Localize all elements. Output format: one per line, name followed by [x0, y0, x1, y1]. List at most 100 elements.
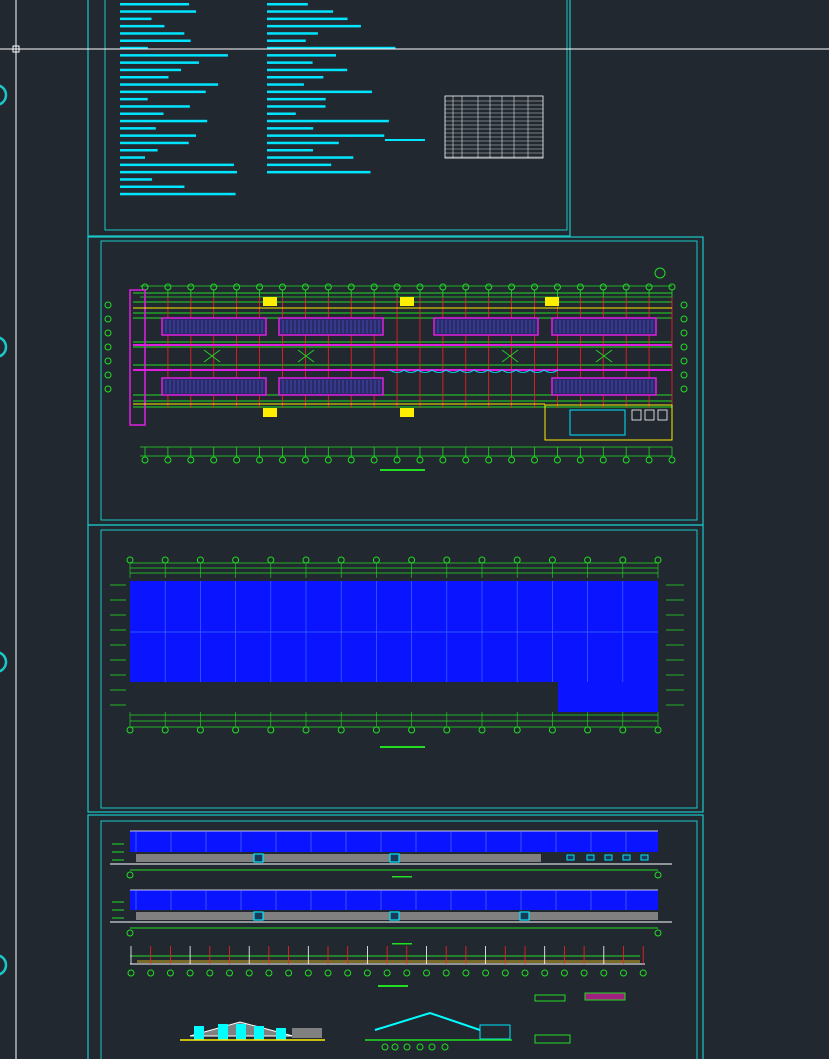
- axis-bubble: [639, 969, 647, 977]
- note-text-line: [267, 3, 308, 6]
- axis-bubble: [372, 726, 380, 734]
- section-title-underline: [378, 985, 408, 987]
- elevation-door: [519, 911, 530, 921]
- note-text-line: [120, 97, 148, 101]
- axis-bubble: [278, 456, 286, 464]
- axis-bubble: [645, 456, 653, 464]
- note-text-line: [120, 170, 237, 174]
- axis-bubble: [622, 283, 630, 291]
- axis-bubble: [462, 456, 470, 464]
- annex-window: [631, 409, 642, 421]
- axis-bubble: [278, 283, 286, 291]
- sheet-marker-circle: [0, 84, 8, 106]
- cross-section-b-annex: [479, 1024, 511, 1040]
- axis-bubble: [619, 726, 627, 734]
- downpipe-box: [400, 297, 414, 306]
- axis-bubble: [668, 456, 676, 464]
- axis-bubble: [680, 385, 688, 393]
- door-window-table: [444, 95, 544, 159]
- axis-bubble: [210, 283, 218, 291]
- axis-bubble: [439, 283, 447, 291]
- note-text-line: [267, 76, 324, 79]
- note-text-line: [120, 105, 190, 108]
- axis-bubble: [196, 726, 204, 734]
- axis-bubble: [443, 556, 451, 564]
- axis-bubble: [301, 456, 309, 464]
- axis-bubble: [147, 969, 155, 977]
- note-text-line: [120, 17, 152, 21]
- elevation-sheet-outer-frame: [87, 814, 704, 1059]
- note-text-line: [120, 3, 190, 6]
- axis-bubble: [126, 871, 134, 879]
- axis-bubble: [187, 456, 195, 464]
- annex-window: [644, 409, 655, 421]
- axis-bubble: [548, 726, 556, 734]
- roof-sheet-outer-frame: [87, 524, 704, 813]
- x-mark: [595, 349, 613, 363]
- axis-bubble: [513, 726, 521, 734]
- elevation-door: [253, 853, 264, 863]
- x-mark: [297, 349, 315, 363]
- note-text-line: [267, 112, 296, 115]
- note-text-line: [120, 10, 197, 13]
- axis-bubble: [302, 556, 310, 564]
- axis-bubble: [141, 283, 149, 291]
- note-text-line: [267, 46, 396, 50]
- note-text-line: [267, 170, 371, 174]
- cross-section-opening: [254, 1026, 264, 1040]
- elevation-roof: [130, 831, 658, 852]
- axis-bubble: [210, 456, 218, 464]
- note-text-line: [267, 54, 337, 57]
- elevation-window: [622, 854, 631, 861]
- note-caption: [385, 139, 425, 141]
- axis-bubble: [324, 456, 332, 464]
- axis-bubble: [442, 969, 450, 977]
- axis-bubble: [485, 283, 493, 291]
- axis-bubble: [580, 969, 588, 977]
- axis-bubble: [680, 301, 688, 309]
- axis-bubble: [381, 1043, 389, 1051]
- axis-bubble: [576, 456, 584, 464]
- axis-bubble: [408, 556, 416, 564]
- note-text-line: [267, 156, 354, 159]
- roof-area-main: [130, 581, 658, 682]
- sheet-marker-circle: [0, 651, 8, 673]
- axis-bubble: [304, 969, 312, 977]
- downpipe-box: [545, 297, 559, 306]
- axis-bubble: [462, 969, 470, 977]
- axis-bubble: [416, 456, 424, 464]
- axis-bubble: [462, 283, 470, 291]
- note-text-line: [120, 185, 185, 188]
- axis-bubble: [267, 556, 275, 564]
- axis-bubble: [372, 556, 380, 564]
- axis-bubble: [680, 343, 688, 351]
- axis-bubble: [301, 283, 309, 291]
- axis-bubble: [187, 283, 195, 291]
- elevation-window: [566, 854, 575, 861]
- elevation-door: [389, 853, 400, 863]
- roof-plan-drawing: [110, 556, 684, 748]
- note-text-line: [120, 192, 236, 196]
- axis-bubble: [161, 726, 169, 734]
- note-text-line: [267, 90, 373, 94]
- axis-bubble: [126, 556, 134, 564]
- detail-b: [584, 992, 626, 1001]
- end-room-wall: [129, 289, 146, 426]
- axis-bubble: [680, 357, 688, 365]
- detail-c: [534, 1034, 571, 1044]
- axis-bubble: [391, 1043, 399, 1051]
- axis-bubble: [104, 371, 112, 379]
- axis-bubble: [622, 456, 630, 464]
- axis-bubble: [654, 556, 662, 564]
- note-text-line: [267, 68, 348, 72]
- axis-bubble: [441, 1043, 449, 1051]
- notes-sheet-inner-frame: [104, 0, 568, 231]
- axis-bubble: [186, 969, 194, 977]
- axis-bubble: [370, 456, 378, 464]
- axis-bubble: [680, 329, 688, 337]
- north-arrow-icon: [654, 267, 666, 279]
- axis-bubble: [416, 283, 424, 291]
- cross-section-opening: [236, 1024, 246, 1040]
- axis-bubble: [344, 969, 352, 977]
